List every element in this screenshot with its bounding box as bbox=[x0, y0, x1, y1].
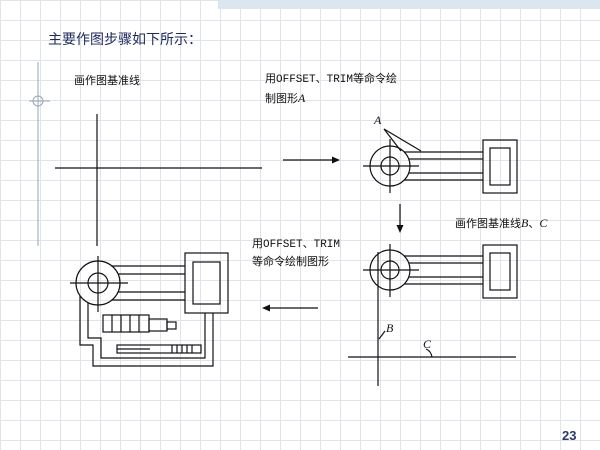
end-block-outer bbox=[482, 139, 518, 194]
step2-label-line2: 制图形A bbox=[265, 92, 305, 106]
slide-title: 主要作图步骤如下所示： bbox=[48, 32, 202, 48]
step1-label: 画作图基准线 bbox=[74, 76, 140, 88]
step2-label-var: A bbox=[298, 91, 306, 105]
callout-c: C bbox=[423, 337, 432, 351]
flow-arrow-left-icon bbox=[262, 304, 318, 312]
callout-a-leader bbox=[383, 128, 422, 152]
step4-label-line1: 用OFFSET、TRIM bbox=[252, 239, 341, 251]
outer-contour bbox=[79, 296, 214, 367]
step3-var-b: B bbox=[521, 216, 529, 230]
end-block-inner bbox=[192, 261, 221, 305]
flow-arrow-right-icon bbox=[283, 156, 340, 164]
crosshair-icon bbox=[29, 95, 50, 107]
step4-label-line2: 等命令绘制图形 bbox=[252, 257, 329, 269]
step2-figure-a bbox=[363, 128, 518, 194]
step3-var-c: C bbox=[539, 216, 548, 230]
callout-b: B bbox=[386, 321, 394, 335]
step3-label-text: 画作图基准线 bbox=[455, 219, 521, 231]
step4-final-figure bbox=[70, 252, 229, 367]
slot-block bbox=[102, 314, 150, 333]
step1-baselines bbox=[55, 114, 262, 246]
page-number: 23 bbox=[562, 428, 577, 443]
end-block-inner bbox=[489, 252, 511, 291]
small-block bbox=[166, 321, 177, 330]
end-block-inner bbox=[489, 147, 511, 186]
callout-c-leader bbox=[425, 348, 433, 358]
end-block-outer bbox=[184, 252, 229, 314]
arrow-head bbox=[262, 304, 270, 312]
end-block-outer bbox=[482, 244, 518, 299]
inner-contour bbox=[87, 303, 206, 359]
top-accent-band bbox=[218, 0, 600, 9]
arrow-head bbox=[332, 156, 340, 164]
step3-separator: 、 bbox=[528, 219, 540, 231]
flow-arrow-down-icon bbox=[396, 204, 404, 233]
step2-label-text: 制图形 bbox=[265, 94, 298, 106]
small-block bbox=[148, 318, 168, 332]
callout-b-leader bbox=[378, 330, 386, 340]
step2-label-line1: 用OFFSET、TRIM等命令绘 bbox=[265, 74, 398, 86]
callout-a: A bbox=[374, 113, 382, 127]
step3-label: 画作图基准线B、C bbox=[455, 217, 547, 231]
callout-a-leader bbox=[383, 128, 402, 152]
arrow-head bbox=[396, 225, 404, 233]
step3-figure-bc bbox=[348, 244, 518, 386]
